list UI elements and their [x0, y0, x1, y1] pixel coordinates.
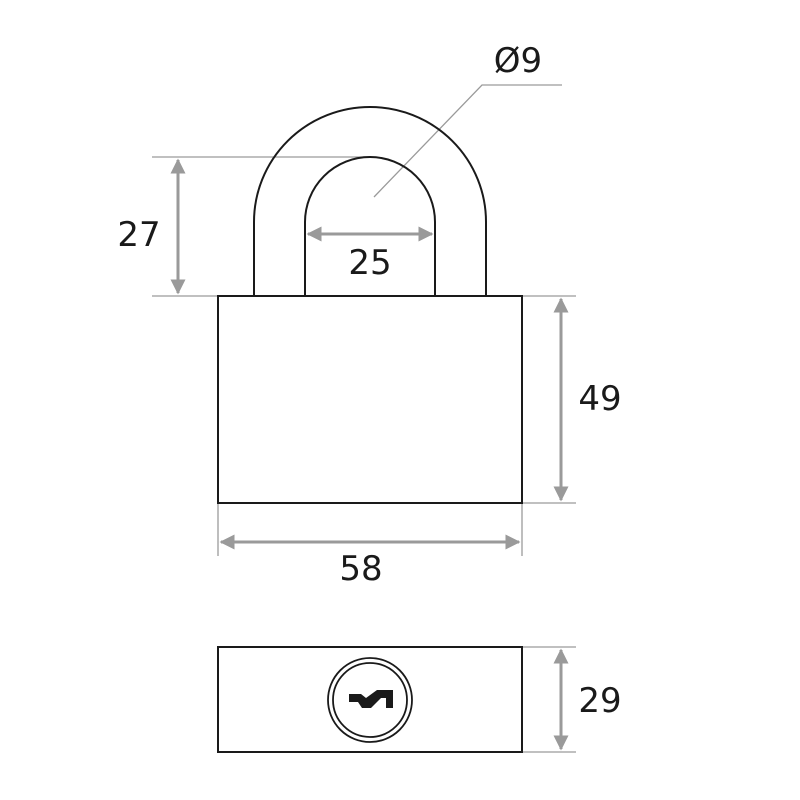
keyhole-inner-ring [332, 662, 408, 738]
keyhole-outer-ring [327, 657, 413, 743]
padlock-body-bottom [217, 646, 523, 753]
shackle-width-label: 25 [348, 243, 391, 283]
body-height-label: 49 [578, 379, 621, 419]
body-width-label: 58 [339, 549, 382, 589]
shackle-height-label: 27 [117, 215, 160, 255]
padlock-body-front [217, 295, 523, 504]
body-thickness-label: 29 [578, 681, 621, 721]
keyway-icon [349, 690, 393, 708]
diameter-leader-line [373, 84, 562, 198]
diameter-label: Ø9 [494, 41, 542, 81]
extension-lines [152, 84, 576, 753]
shackle [253, 106, 487, 296]
dimension-arrows [170, 158, 569, 751]
